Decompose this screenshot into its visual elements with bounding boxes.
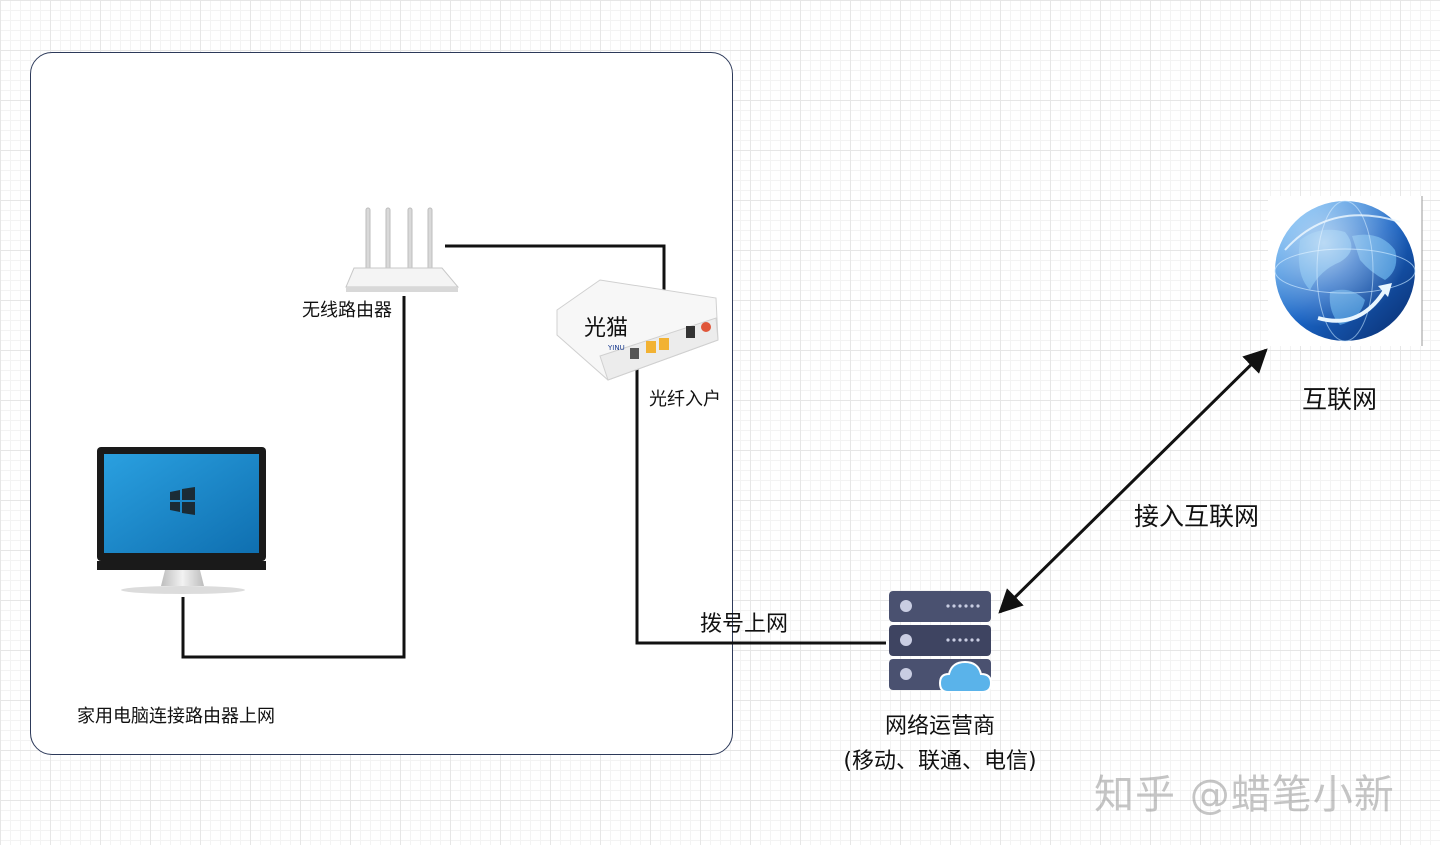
isp-server-icon (889, 591, 993, 693)
cloud-icon (938, 660, 993, 693)
dial-edge-label: 拨号上网 (700, 612, 789, 637)
globe-icon (1268, 196, 1423, 346)
fiber-label: 光纤入户 (649, 389, 721, 410)
watermark: 知乎 @蜡笔小新 (1094, 772, 1395, 818)
router-icon (345, 207, 460, 292)
isp-label-line1: 网络运营商 (884, 714, 995, 739)
router-label: 无线路由器 (302, 300, 392, 321)
modem-isp-link (635, 353, 886, 645)
modem-brand-text: YINU (607, 344, 625, 352)
pc-router-link (181, 296, 406, 659)
group-title: 家用电脑连接路由器上网 (77, 706, 275, 727)
home-network-group (30, 52, 733, 755)
windows-logo-icon (170, 487, 195, 515)
internet-label: 互联网 (1302, 385, 1378, 414)
isp-label-line2: (移动、联通、电信) (843, 749, 1037, 774)
monitor-icon (97, 447, 266, 594)
modem-icon: YINU (556, 279, 719, 381)
access-edge-label: 接入互联网 (1134, 502, 1260, 531)
isp-internet-link (998, 348, 1268, 614)
modem-label: 光猫 (584, 316, 629, 341)
